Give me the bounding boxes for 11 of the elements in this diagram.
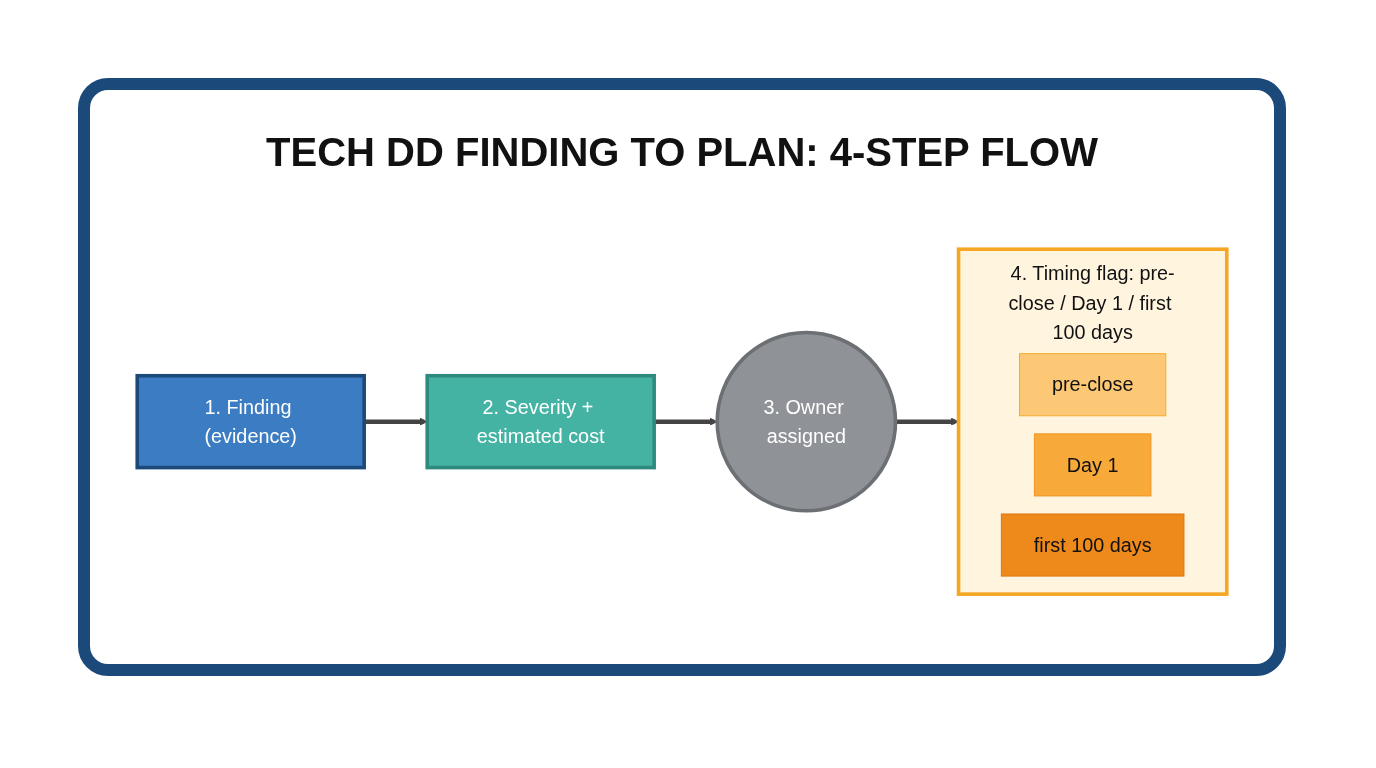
node-box [1033, 433, 1152, 497]
node-box [1019, 353, 1167, 417]
arrow [364, 418, 428, 426]
node-box [1000, 513, 1185, 577]
cluster [956, 247, 1229, 597]
arrow [654, 418, 718, 426]
node-box [425, 374, 656, 470]
frame-border: TECH DD FINDING TO PLAN: 4-STEP FLOW 4. Timing flag: pre-close / Day 1 / first 100 days pre-close Day 1 first 100 days 1. Finding (evidence) 2. Severity + estimated cost 3. Owner assigned [78, 78, 1286, 676]
node-box [135, 374, 366, 470]
title: TECH DD FINDING TO PLAN: 4-STEP FLOW [265, 130, 1099, 175]
node-circle [715, 331, 898, 513]
